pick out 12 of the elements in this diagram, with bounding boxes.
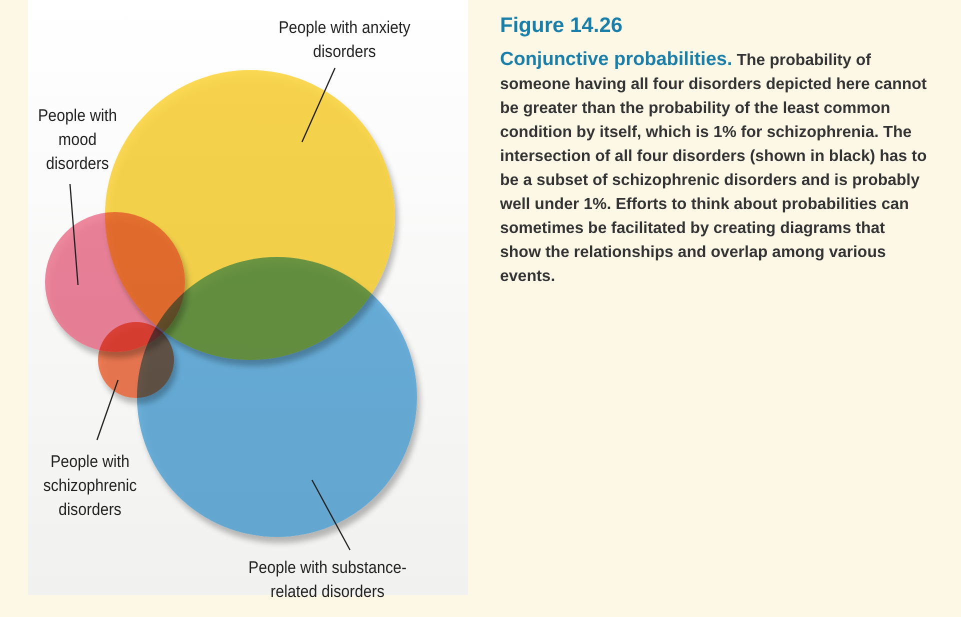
leader-line bbox=[96, 380, 119, 440]
callout-label: People with schizophrenic disorders bbox=[36, 450, 144, 522]
venn-circle bbox=[98, 322, 174, 398]
leader-line bbox=[69, 184, 79, 286]
figure-caption: Conjunctive probabilities. The probability of someone having all four disorders depicted here cannot be greater than the probability of the least common condition by itself, which is 1% for schizophrenia. The intersection of all four disorders (shown in black) has to be a subset of schizophrenic disorders and is probably well under 1%. Efforts to think about probabilities can sometimes be facilitated by creating diagrams that show the relationships and overlap among various events. bbox=[500, 48, 928, 287]
venn-circle bbox=[137, 257, 417, 537]
figure-title: Figure 14.26 bbox=[500, 14, 623, 38]
callout-label: People with anxiety disorders bbox=[270, 16, 419, 64]
callout-label: People with substance-related disorders bbox=[235, 556, 420, 604]
callout-label: People with mood disorders bbox=[34, 104, 120, 176]
leader-line bbox=[311, 480, 351, 550]
leader-line bbox=[301, 68, 336, 142]
